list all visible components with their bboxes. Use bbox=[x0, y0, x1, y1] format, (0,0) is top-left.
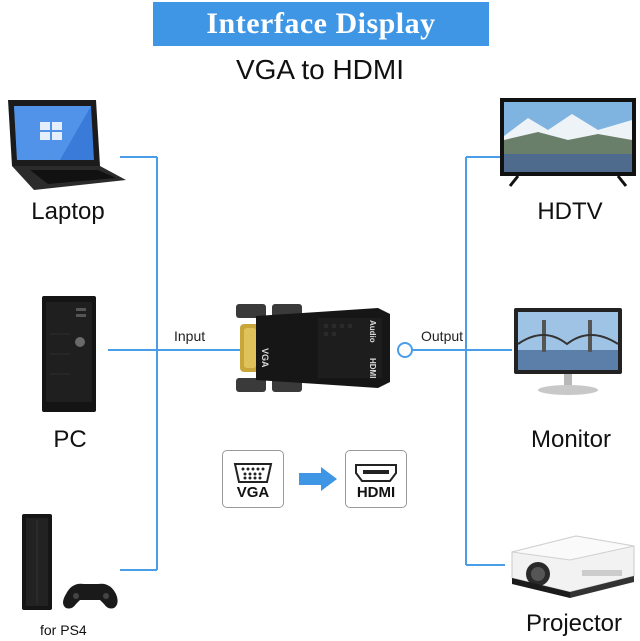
adapter-hdmi-text: HDMI bbox=[368, 358, 377, 378]
monitor-image bbox=[514, 308, 622, 395]
title-banner: Interface Display bbox=[153, 2, 489, 46]
conversion-arrow-icon bbox=[299, 467, 337, 491]
monitor-label: Monitor bbox=[530, 426, 612, 453]
pc-label: PC bbox=[53, 426, 87, 453]
projector-image bbox=[511, 535, 635, 598]
laptop-image bbox=[8, 100, 126, 190]
ps4-label: for PS4 bbox=[40, 622, 87, 638]
hdtv-image bbox=[500, 98, 636, 187]
vga-port-label: VGA bbox=[236, 484, 270, 501]
adapter-vga-text: VGA bbox=[260, 348, 270, 368]
hdmi-port-box: HDMI bbox=[345, 450, 407, 508]
output-label: Output bbox=[421, 328, 464, 344]
hdmi-port-icon bbox=[355, 464, 397, 482]
vga-port-icon bbox=[233, 463, 273, 483]
vga-port-box: VGA bbox=[222, 450, 284, 508]
banner-title: Interface Display bbox=[206, 7, 436, 40]
ps4-image bbox=[22, 514, 118, 610]
vga-hdmi-adapter-image: VGA Audio HDMI bbox=[236, 304, 390, 392]
input-label: Input bbox=[174, 328, 206, 344]
hdtv-label: HDTV bbox=[537, 198, 603, 225]
pc-tower-image bbox=[42, 296, 96, 412]
subtitle: VGA to HDMI bbox=[235, 54, 405, 85]
laptop-label: Laptop bbox=[31, 198, 105, 225]
adapter-audio-text: Audio bbox=[368, 320, 377, 343]
projector-label: Projector bbox=[525, 610, 623, 637]
output-connector-circle bbox=[397, 342, 413, 358]
hdmi-port-label: HDMI bbox=[356, 484, 396, 501]
